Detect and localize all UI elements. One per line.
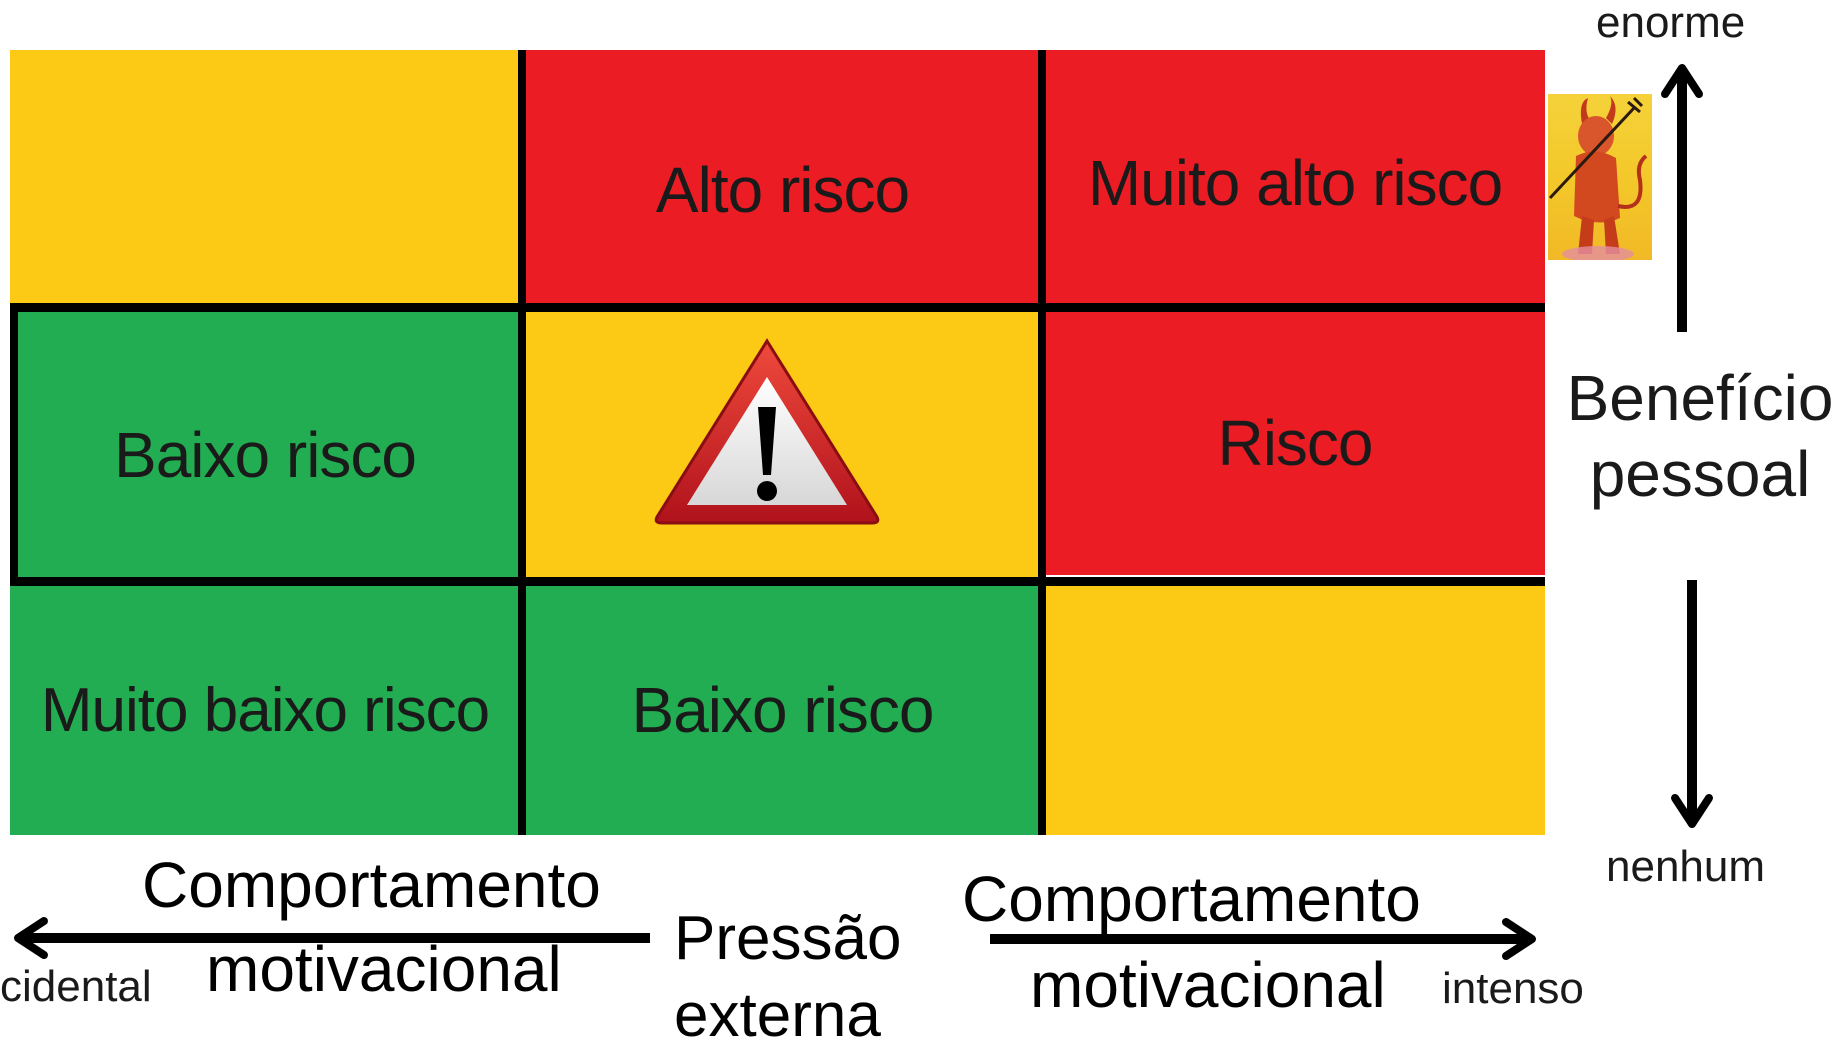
cell-label: Muito alto risco	[1087, 146, 1503, 219]
arrow-up-icon	[1661, 64, 1703, 332]
right-end-label: intenso	[1442, 964, 1584, 1013]
cell-bottom-right	[1045, 585, 1545, 835]
cell-label: Alto risco	[655, 153, 910, 226]
risk-matrix: Alto risco Muito alto risco Baixo risco …	[10, 50, 1545, 835]
grid-line	[10, 577, 1545, 586]
cell-label: Baixo risco	[114, 419, 417, 491]
cell-baixo-risco-center: Baixo risco	[525, 585, 1040, 835]
right-behavior-line1: Comportamento	[962, 863, 1421, 935]
cell-top-left	[10, 50, 520, 305]
axis-label-line: Benefício	[1566, 362, 1834, 434]
axis-benefit-label: Benefício pessoal	[1566, 360, 1834, 512]
grid-line	[1038, 50, 1046, 835]
grid-line	[10, 303, 18, 586]
cell-muito-baixo-risco: Muito baixo risco	[10, 585, 520, 835]
left-behavior-line1: Comportamento	[142, 849, 601, 921]
axis-bottom-label: nenhum	[1606, 842, 1766, 891]
arrow-down-icon	[1671, 580, 1713, 828]
cell-label: Baixo risco	[631, 674, 935, 746]
warning-triangle-icon	[654, 338, 880, 525]
arrow-right-icon	[990, 918, 1536, 960]
cell-label: Muito baixo risco	[40, 675, 490, 745]
cell-muito-alto-risco: Muito alto risco	[1045, 50, 1545, 305]
cell-label: Risco	[1217, 406, 1373, 479]
arrow-left-icon	[14, 917, 650, 959]
axis-top-label: enorme	[1596, 0, 1746, 47]
devil-figure-icon	[1548, 94, 1652, 260]
external-pressure-line1: Pressão	[674, 904, 902, 973]
grid-line	[518, 50, 526, 835]
cell-alto-risco: Alto risco	[525, 50, 1040, 305]
cell-risco: Risco	[1045, 310, 1545, 575]
left-behavior-line2: motivacional	[206, 933, 562, 1005]
right-behavior-line2: motivacional	[1030, 949, 1386, 1021]
grid-line	[10, 303, 1545, 312]
axis-label-line: pessoal	[1589, 438, 1811, 510]
left-end-label: cidental	[0, 962, 152, 1011]
cell-baixo-risco-left: Baixo risco	[10, 310, 520, 580]
external-pressure-line2: externa	[674, 981, 881, 1050]
